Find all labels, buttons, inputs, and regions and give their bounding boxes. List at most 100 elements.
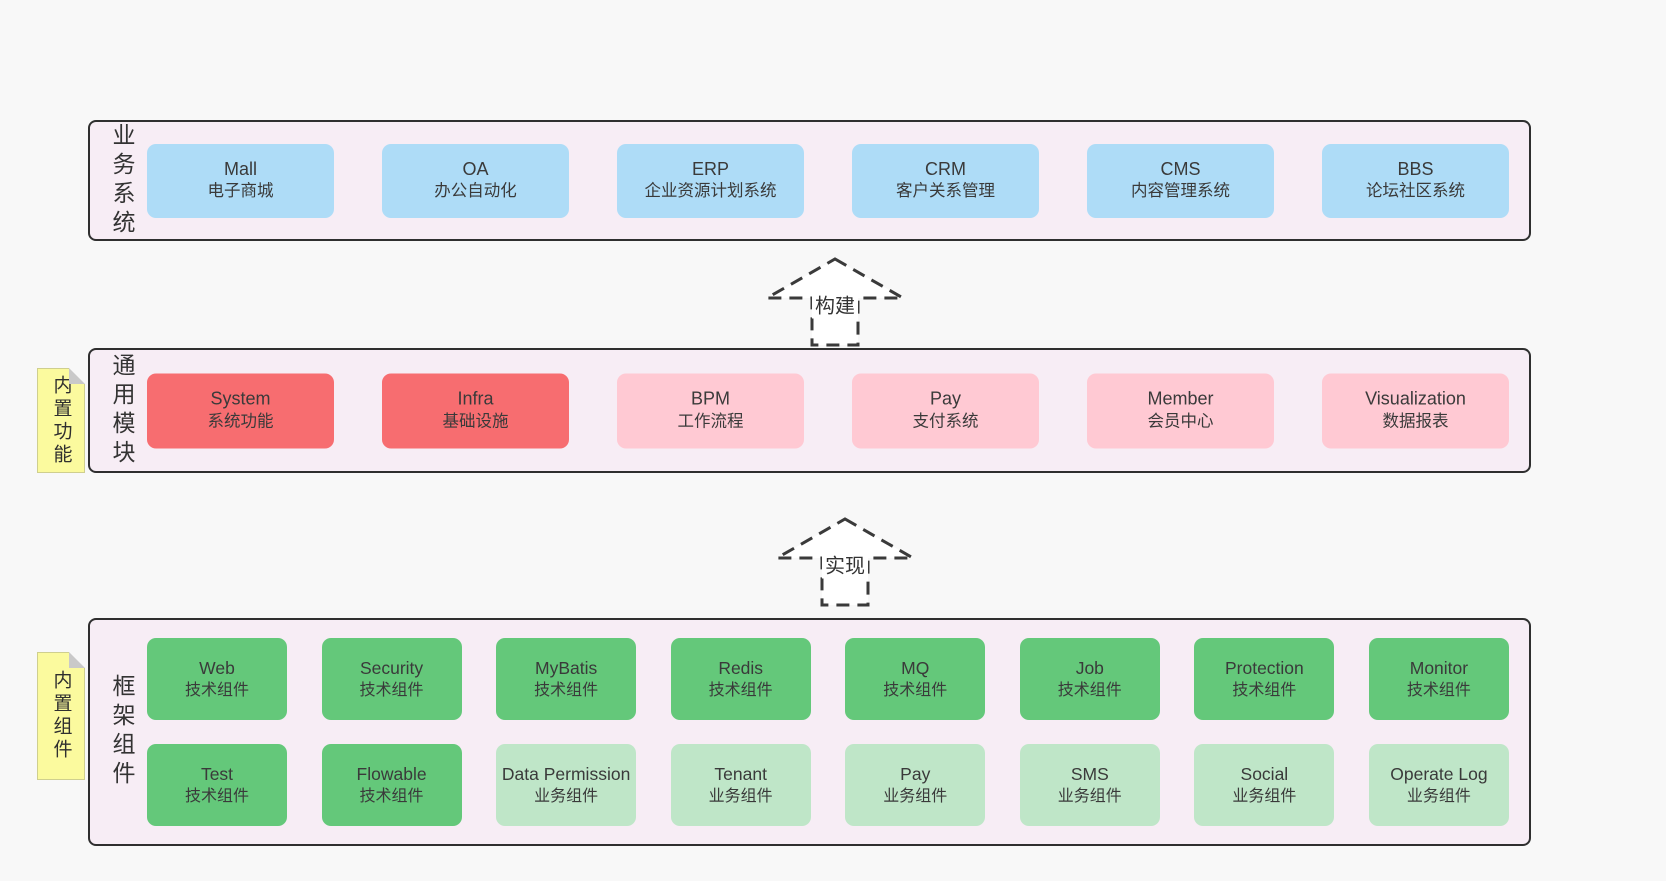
box-title: MyBatis <box>535 657 598 678</box>
box-title: Redis <box>718 657 764 678</box>
box-bpm: BPM 工作流程 <box>617 373 804 448</box>
box-test: Test 技术组件 <box>147 744 287 826</box>
box-subtitle: 技术组件 <box>359 787 424 805</box>
box-title: Pay <box>900 763 931 784</box>
box-visualization: Visualization 数据报表 <box>1322 373 1509 448</box>
box-subtitle: 数据报表 <box>1382 412 1449 431</box>
sticky-note-built-in-components: 内置组件 <box>37 652 85 780</box>
framework-box-row-2: Test 技术组件 Flowable 技术组件 Data Permission … <box>147 744 1509 826</box>
box-subtitle: 业务组件 <box>1232 787 1297 805</box>
box-subtitle: 电子商城 <box>207 182 274 201</box>
box-tenant: Tenant 业务组件 <box>670 744 811 826</box>
box-subtitle: 技术组件 <box>534 681 599 699</box>
box-subtitle: 技术组件 <box>184 681 249 699</box>
box-title: Protection <box>1224 657 1304 678</box>
panel-framework-components: 框架组件 Web 技术组件 Security 技术组件 MyBatis 技术组件… <box>88 618 1531 846</box>
folded-corner-icon <box>69 368 85 384</box>
build-arrow-label: 构建 <box>812 289 858 319</box>
box-title: Data Permission <box>501 763 631 784</box>
framework-box-row-1: Web 技术组件 Security 技术组件 MyBatis 技术组件 Redi… <box>147 638 1509 720</box>
box-system: System 系统功能 <box>147 373 334 448</box>
box-title: Tenant <box>714 763 767 784</box>
box-title: Social <box>1240 763 1289 784</box>
box-pay-component: Pay 业务组件 <box>845 744 986 826</box>
box-cms: CMS 内容管理系统 <box>1087 143 1274 218</box>
box-title: CMS <box>1160 158 1201 179</box>
box-title: Job <box>1075 657 1104 678</box>
box-security: Security 技术组件 <box>321 638 462 720</box>
box-title: MQ <box>901 657 930 678</box>
box-redis: Redis 技术组件 <box>670 638 811 720</box>
box-subtitle: 业务组件 <box>1406 787 1471 805</box>
box-pay-module: Pay 支付系统 <box>852 373 1039 448</box>
box-title: Pay <box>929 388 962 409</box>
sticky-note-built-in-features: 内置功能 <box>37 368 85 473</box>
box-subtitle: 系统功能 <box>207 412 274 431</box>
box-member: Member 会员中心 <box>1087 373 1274 448</box>
folded-corner-icon <box>69 652 85 668</box>
box-monitor: Monitor 技术组件 <box>1368 638 1509 720</box>
box-subtitle: 技术组件 <box>1232 681 1297 699</box>
business-box-row: Mall 电子商城 OA 办公自动化 ERP 企业资源计划系统 CRM 客户关系… <box>147 143 1509 218</box>
box-title: Member <box>1147 388 1214 409</box>
box-subtitle: 技术组件 <box>1406 681 1471 699</box>
box-protection: Protection 技术组件 <box>1194 638 1335 720</box>
box-title: Infra <box>457 388 494 409</box>
box-subtitle: 技术组件 <box>359 681 424 699</box>
box-subtitle: 技术组件 <box>883 681 948 699</box>
implement-arrow: 实现 <box>773 516 917 608</box>
box-social: Social 业务组件 <box>1194 744 1335 826</box>
box-subtitle: 支付系统 <box>912 412 979 431</box>
box-title: SMS <box>1070 763 1109 784</box>
box-subtitle: 业务组件 <box>708 787 773 805</box>
box-title: Monitor <box>1409 657 1469 678</box>
box-bbs: BBS 论坛社区系统 <box>1322 143 1509 218</box>
box-sms: SMS 业务组件 <box>1019 744 1160 826</box>
box-mall: Mall 电子商城 <box>147 143 334 218</box>
box-job: Job 技术组件 <box>1019 638 1160 720</box>
box-subtitle: 客户关系管理 <box>896 182 995 201</box>
box-subtitle: 业务组件 <box>883 787 948 805</box>
box-title: Visualization <box>1365 388 1466 409</box>
sticky-label: 内置功能 <box>50 374 72 467</box>
box-title: Test <box>200 763 234 784</box>
box-title: BPM <box>690 388 730 409</box>
sticky-label: 内置组件 <box>50 670 72 762</box>
box-flowable: Flowable 技术组件 <box>321 744 462 826</box>
box-title: System <box>210 388 271 409</box>
box-subtitle: 办公自动化 <box>434 182 517 201</box>
box-title: BBS <box>1397 158 1434 179</box>
box-web: Web 技术组件 <box>147 638 287 720</box>
box-erp: ERP 企业资源计划系统 <box>617 143 804 218</box>
box-subtitle: 技术组件 <box>708 681 773 699</box>
box-subtitle: 技术组件 <box>184 787 249 805</box>
box-title: Security <box>359 657 424 678</box>
box-subtitle: 工作流程 <box>677 412 744 431</box>
implement-arrow-label: 实现 <box>822 549 868 579</box>
panel-business-systems: 业务系统 Mall 电子商城 OA 办公自动化 ERP 企业资源计划系统 CRM… <box>88 120 1531 241</box>
box-mq: MQ 技术组件 <box>845 638 986 720</box>
box-title: Web <box>199 657 235 678</box>
box-title: Operate Log <box>1390 763 1488 784</box>
box-subtitle: 技术组件 <box>1057 681 1122 699</box>
section-label-common-modules: 通用模块 <box>109 352 135 469</box>
build-arrow: 构建 <box>763 256 907 348</box>
box-crm: CRM 客户关系管理 <box>852 143 1039 218</box>
box-data-permission: Data Permission 业务组件 <box>496 744 637 826</box>
box-subtitle: 业务组件 <box>534 787 599 805</box>
box-infra: Infra 基础设施 <box>382 373 569 448</box>
box-title: CRM <box>925 158 966 179</box>
box-title: Flowable <box>356 763 427 784</box>
modules-box-row: System 系统功能 Infra 基础设施 BPM 工作流程 Pay 支付系统… <box>147 373 1509 448</box>
box-mybatis: MyBatis 技术组件 <box>496 638 637 720</box>
box-title: ERP <box>691 158 729 179</box>
box-subtitle: 业务组件 <box>1057 787 1122 805</box>
section-label-framework-components: 框架组件 <box>109 674 135 790</box>
box-subtitle: 论坛社区系统 <box>1366 182 1465 201</box>
box-subtitle: 内容管理系统 <box>1131 182 1230 201</box>
box-subtitle: 会员中心 <box>1147 412 1214 431</box>
box-subtitle: 基础设施 <box>442 412 509 431</box>
box-subtitle: 企业资源计划系统 <box>644 182 777 201</box>
section-label-business-systems: 业务系统 <box>109 122 135 239</box>
